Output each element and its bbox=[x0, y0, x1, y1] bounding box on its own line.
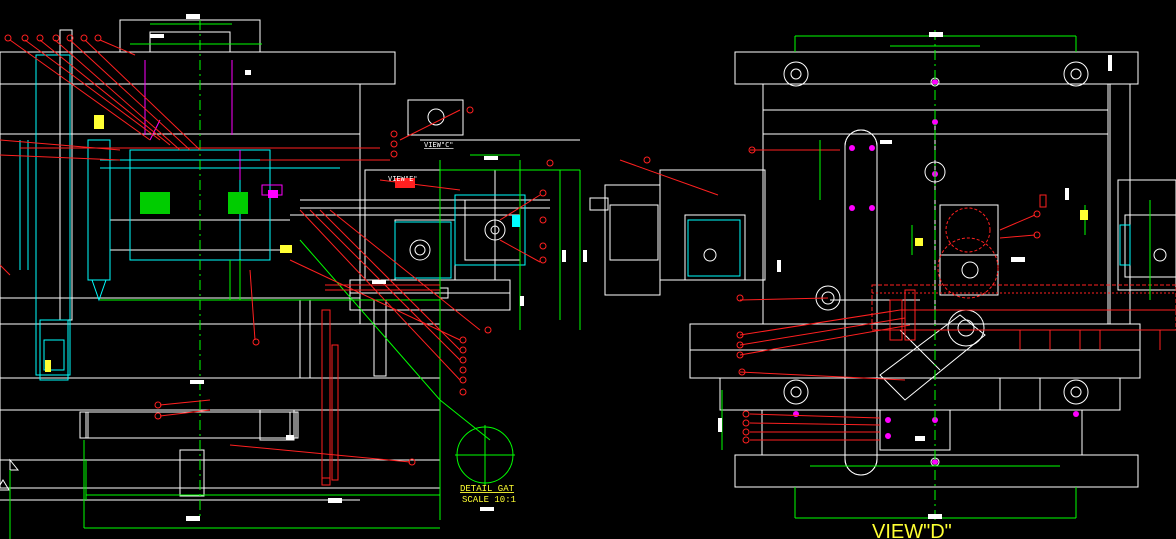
view-d-title: VIEW"D" bbox=[872, 521, 952, 539]
detail-gate-scale: SCALE 10:1 bbox=[462, 495, 516, 505]
view-e-label: VIEW"E" bbox=[388, 175, 418, 183]
view-d-right: VIEW"D" bbox=[589, 30, 1176, 539]
detail-gate-title: DETAIL GAT bbox=[460, 484, 515, 494]
view-c-label: VIEW"C" bbox=[424, 141, 454, 149]
section-view-left: DETAIL GAT SCALE 10:1 VIEW"C" VIEW"E" bbox=[0, 14, 587, 539]
